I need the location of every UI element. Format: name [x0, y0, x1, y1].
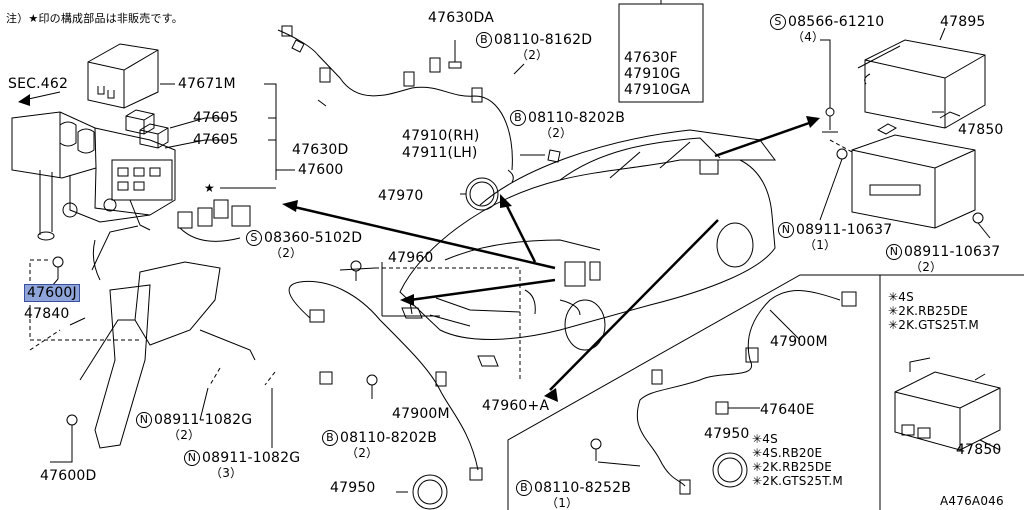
part-08110-8202B-bottom-qty: （2） [346, 446, 379, 460]
part-08110-8252B-qty: （1） [546, 496, 579, 510]
part-47600[interactable]: 47600 [298, 162, 344, 178]
part-47895[interactable]: 47895 [940, 14, 986, 30]
part-08566-61210-qty: （4） [792, 30, 825, 44]
applicability-bottom-3: ✳2K.RB25DE [752, 460, 833, 474]
part-47605-a[interactable]: 47605 [193, 110, 239, 126]
part-47850-top[interactable]: 47850 [958, 122, 1004, 138]
applicability-top-1: ✳4S [888, 290, 914, 304]
part-47910-RH[interactable]: 47910(RH) [402, 128, 480, 144]
part-47950-left[interactable]: 47950 [330, 480, 376, 496]
part-47600J-highlighted[interactable]: 47600J [24, 284, 80, 302]
part-47840[interactable]: 47840 [24, 306, 70, 322]
part-47911-LH[interactable]: 47911(LH) [402, 145, 478, 161]
part-47900M-left[interactable]: 47900M [392, 406, 450, 422]
part-47950-right[interactable]: 47950 [704, 426, 750, 442]
part-47850-bottom[interactable]: 47850 [956, 442, 1002, 458]
part-47960A[interactable]: 47960+A [482, 398, 550, 414]
part-47630DA[interactable]: 47630DA [428, 10, 495, 26]
part-08110-8162D-qty: （2） [516, 48, 549, 62]
part-47671M[interactable]: 47671M [178, 76, 236, 92]
inset-part-47630F[interactable]: 47630F [624, 50, 678, 66]
inset-part-47910GA[interactable]: 47910GA [624, 82, 691, 98]
non-sale-note: 注）★印の構成部品は非販売です。 [6, 12, 183, 25]
applicability-top-3: ✳2K.GTS25T.M [888, 318, 979, 332]
part-47605-b[interactable]: 47605 [193, 132, 239, 148]
diagram-id: A476A046 [940, 494, 1004, 508]
applicability-bottom-1: ✳4S [752, 432, 778, 446]
part-47960[interactable]: 47960 [388, 250, 434, 266]
part-08911-10637-b-qty: （2） [910, 260, 943, 274]
part-08911-10637-a-qty: （1） [804, 238, 837, 252]
applicability-top-2: ✳2K.RB25DE [888, 304, 969, 318]
part-47640E[interactable]: 47640E [760, 402, 815, 418]
part-08360-5102D-qty: （2） [270, 246, 303, 260]
part-08110-8202B-top-qty: （2） [540, 126, 573, 140]
part-47630D[interactable]: 47630D [292, 142, 349, 158]
part-47970[interactable]: 47970 [378, 188, 424, 204]
inset-part-47910G[interactable]: 47910G [624, 66, 681, 82]
sec-reference[interactable]: SEC.462 [8, 76, 69, 92]
part-08911-1082G-b-qty: （3） [210, 466, 243, 480]
part-08911-1082G-a-qty: （2） [168, 428, 201, 442]
part-47900M-right[interactable]: 47900M [770, 334, 828, 350]
abs-actuator [11, 111, 97, 179]
part-47600D[interactable]: 47600D [40, 468, 97, 484]
applicability-bottom-2: ✳4S.RB20E [752, 446, 823, 460]
star-mark: ★ [204, 181, 215, 195]
applicability-bottom-4: ✳2K.GTS25T.M [752, 474, 843, 488]
